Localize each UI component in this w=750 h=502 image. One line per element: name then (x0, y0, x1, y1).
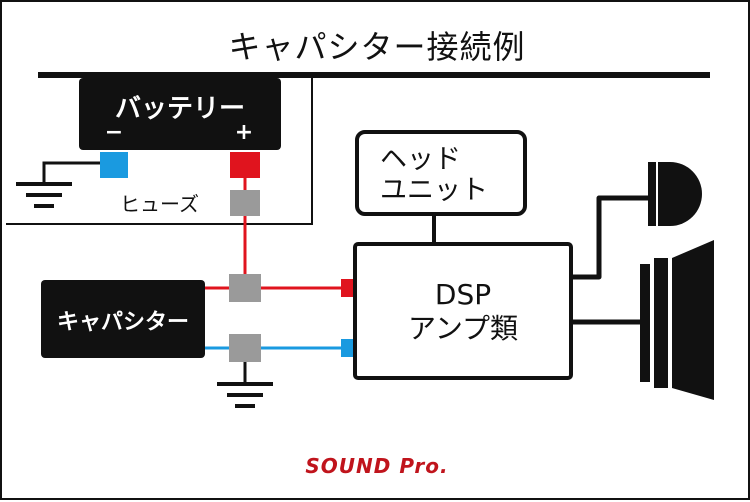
head-unit-label-line1: ヘッド (380, 144, 461, 175)
battery-negative-terminal (100, 152, 128, 178)
woofer-speaker-icon (640, 240, 714, 400)
ground-symbol-capacitor (217, 382, 273, 408)
battery-ground-wire (42, 161, 100, 182)
battery-minus-label: − (104, 120, 124, 145)
amp-positive-terminal (341, 279, 355, 297)
head-unit-label: ヘッド ユニット (380, 144, 488, 206)
brand-logo: SOUND Pro. (305, 454, 449, 478)
battery-plus-label: + (234, 120, 254, 145)
fuse (230, 190, 260, 216)
tweeter-icon (648, 162, 702, 226)
dsp-amp-box (353, 242, 573, 380)
dsp-amp-label-line1: DSP (434, 278, 492, 311)
capacitor-box (41, 280, 205, 358)
battery-positive-terminal (230, 152, 260, 178)
fuse-label: ヒューズ (120, 192, 199, 216)
amp-negative-terminal (341, 339, 355, 357)
battery-box (79, 78, 281, 150)
head-unit-label-line2: ユニット (380, 175, 488, 206)
tweeter-wire (571, 195, 650, 280)
ground-symbol-battery (16, 182, 72, 208)
dsp-amp-label-line2: アンプ類 (407, 312, 519, 345)
capacitor-label: キャパシター (56, 310, 189, 335)
title-underline (38, 72, 710, 78)
page-title: キャパシター接続例 (228, 28, 526, 66)
dsp-amp-label: DSP アンプ類 (355, 278, 571, 346)
battery-area-outline (6, 78, 313, 225)
battery-label: バッテリー (114, 94, 245, 124)
positive-junction (229, 274, 261, 302)
head-unit-box (355, 130, 527, 216)
negative-junction (229, 334, 261, 362)
